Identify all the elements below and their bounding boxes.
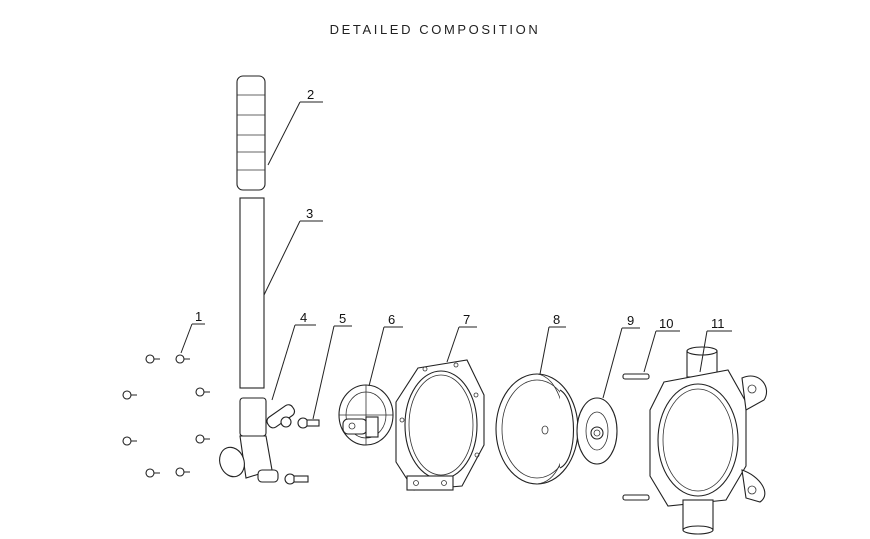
handle-grip-icon [236,75,266,191]
screw-1d [195,387,210,397]
callout-11: 11 [711,316,725,331]
pump-body-icon [649,346,768,535]
callout-2: 2 [307,87,314,102]
screw-1f [195,434,210,444]
callout-labels: 1 2 3 4 5 6 7 8 9 10 11 [195,87,725,331]
callout-3: 3 [306,206,313,221]
leader-lines [180,101,732,420]
clamp-ring-icon [395,359,485,491]
screw-1e [122,436,137,446]
callout-7: 7 [463,312,470,327]
elbow-connector-icon [219,397,296,483]
pin-icon [284,417,320,485]
callout-4: 4 [300,310,307,325]
callout-9: 9 [627,313,634,328]
screw-1b [175,354,190,364]
screw-1h [175,467,190,477]
callout-8: 8 [553,312,560,327]
callout-10: 10 [659,316,673,331]
pump-tube-icon [239,197,265,389]
valve-disc-icon [576,397,618,465]
callout-1: 1 [195,309,202,324]
screw-1g [145,468,160,478]
screw-set-icon [122,354,210,478]
screw-1a [145,354,160,364]
diagram-title: DETAILED COMPOSITION [329,22,541,37]
diaphragm-cup-icon [495,373,579,485]
callout-5: 5 [339,311,346,326]
valve-plate-icon [338,384,394,446]
callout-6: 6 [388,312,395,327]
screw-1c [122,390,137,400]
clip-icon [622,373,650,501]
